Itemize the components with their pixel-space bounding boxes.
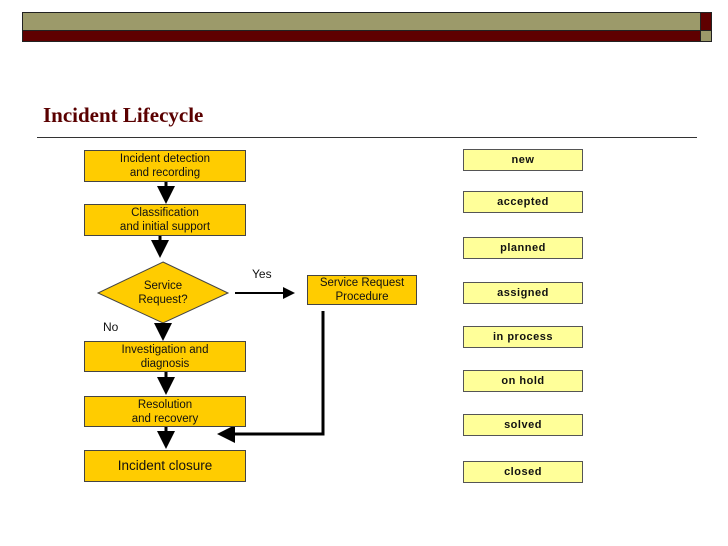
step-resolution: Resolution and recovery xyxy=(84,396,246,427)
step-investigation: Investigation and diagnosis xyxy=(84,341,246,372)
service-request-procedure: Service Request Procedure xyxy=(307,275,417,305)
state-assigned: assigned xyxy=(463,282,583,304)
state-on-hold: on hold xyxy=(463,370,583,392)
state-accepted: accepted xyxy=(463,191,583,213)
state-planned: planned xyxy=(463,237,583,259)
arrow-service-return xyxy=(217,311,325,443)
state-in-process: in process xyxy=(463,326,583,348)
state-closed: closed xyxy=(463,461,583,483)
step-closure: Incident closure xyxy=(84,450,246,482)
header-square-olive xyxy=(700,30,712,42)
no-label: No xyxy=(103,320,119,334)
decision-label: Service Request? xyxy=(138,280,188,306)
state-new: new xyxy=(463,149,583,171)
state-solved: solved xyxy=(463,414,583,436)
title-divider xyxy=(37,137,697,138)
yes-label: Yes xyxy=(252,267,272,281)
step-detection: Incident detection and recording xyxy=(84,150,246,182)
step-classification: Classification and initial support xyxy=(84,204,246,236)
page-title: Incident Lifecycle xyxy=(43,103,204,127)
